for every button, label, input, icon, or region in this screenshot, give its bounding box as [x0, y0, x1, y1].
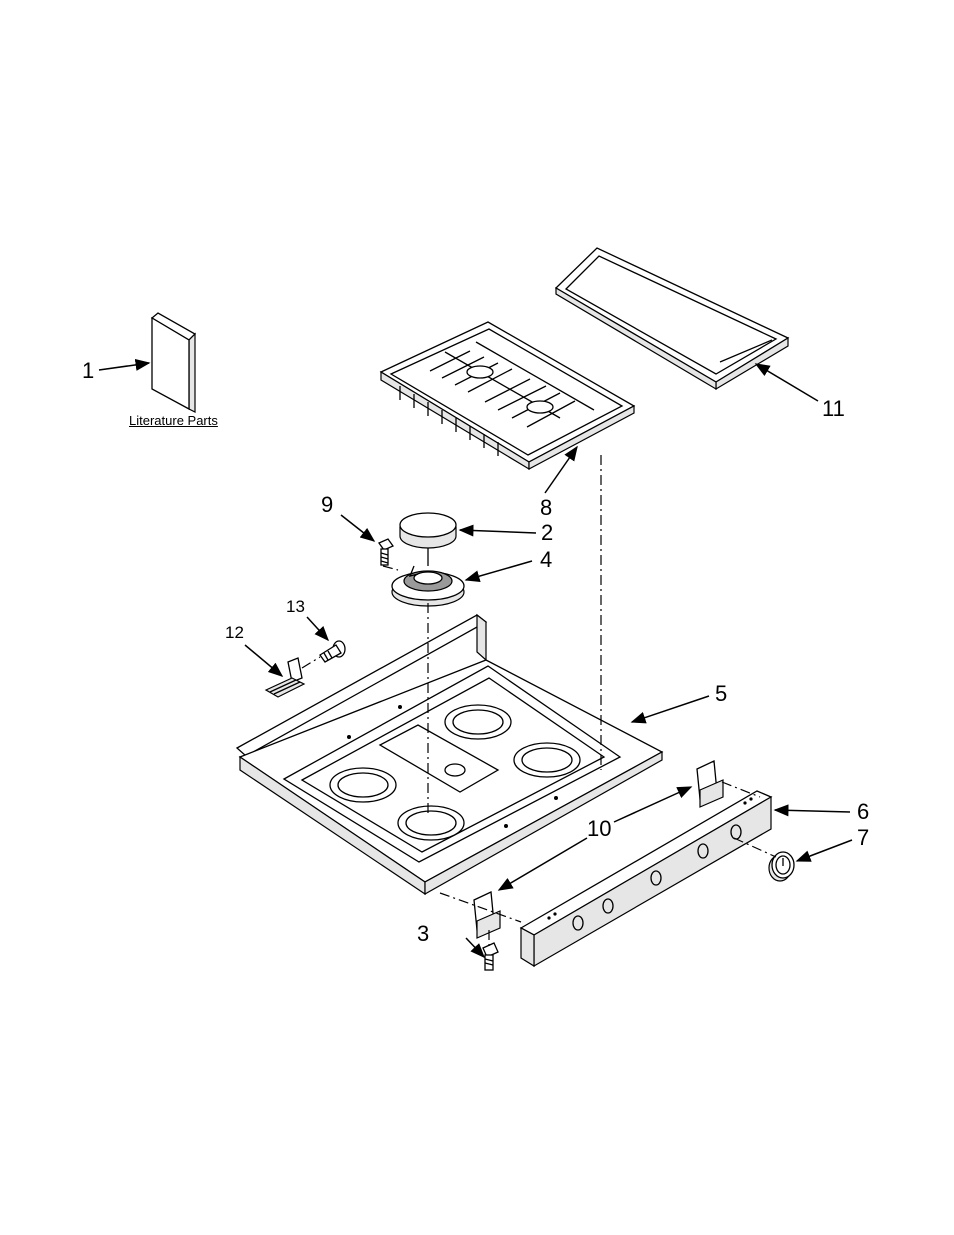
callout-6: 6 [857, 801, 869, 823]
callout-5: 5 [715, 683, 727, 705]
callout-13: 13 [286, 598, 305, 615]
griddle-part [556, 248, 788, 389]
electrode-screw-part [379, 539, 393, 565]
callout-9: 9 [321, 494, 333, 516]
callout-3: 3 [417, 923, 429, 945]
callout-4: 4 [540, 549, 552, 571]
callout-arrows [99, 363, 852, 957]
callout-10: 10 [587, 818, 611, 840]
hinge-bracket-part [266, 658, 304, 697]
control-knob-part [769, 852, 794, 881]
main-cooktop-part [237, 615, 662, 894]
burner-cap-part [400, 513, 456, 548]
side-screw-part [320, 641, 345, 662]
callout-1: 1 [82, 360, 94, 382]
panel-bolt-part [483, 943, 498, 970]
callout-2: 2 [541, 522, 553, 544]
callout-7: 7 [857, 827, 869, 849]
literature-parts-label: Literature Parts [129, 413, 218, 428]
literature-booklet [152, 313, 195, 412]
burner-base-part [392, 548, 464, 606]
callout-8: 8 [540, 497, 552, 519]
callout-11: 11 [822, 398, 845, 420]
callout-12: 12 [225, 624, 244, 641]
burner-grate-part [381, 322, 634, 469]
